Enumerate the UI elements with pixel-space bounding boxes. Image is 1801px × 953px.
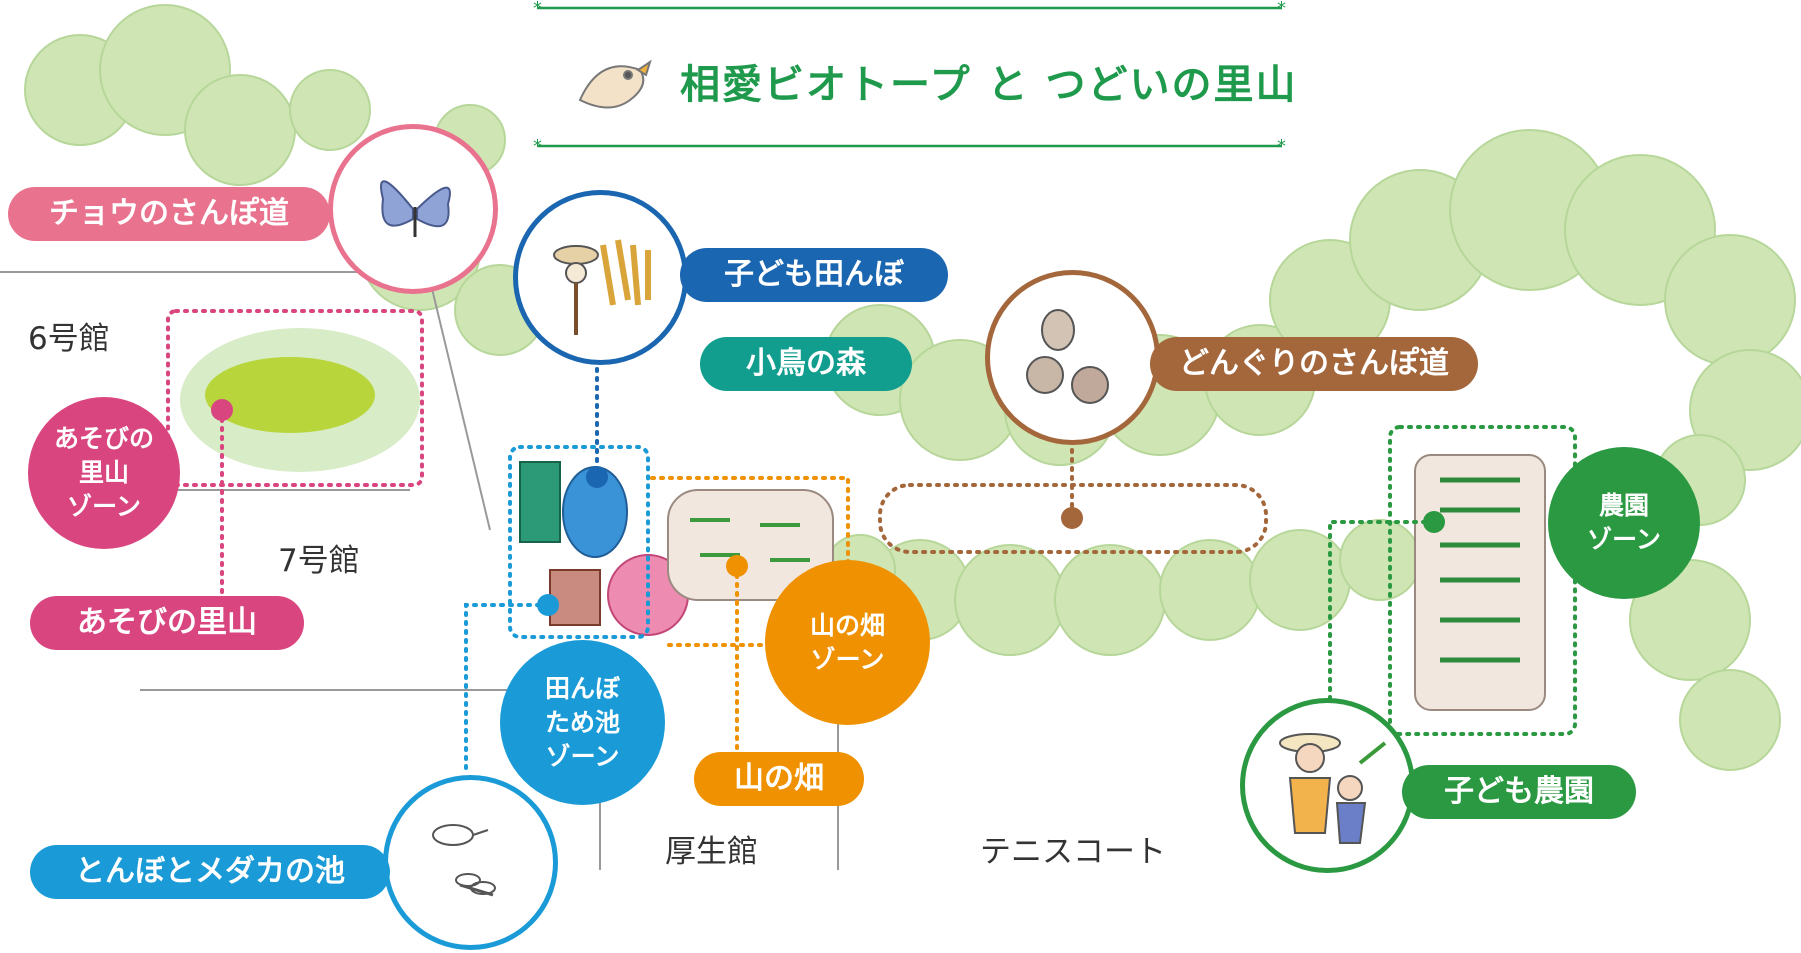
- building-welfare: 厚生館: [665, 834, 758, 870]
- label-mountain-field[interactable]: 山の畑: [694, 752, 864, 806]
- svg-text:*: *: [1277, 136, 1286, 157]
- label-kids-farm[interactable]: 子ども農園: [1402, 765, 1636, 819]
- label-bird-forest[interactable]: 小鳥の森: [700, 337, 912, 391]
- svg-text:*: *: [533, 0, 542, 19]
- svg-text:*: *: [1277, 0, 1286, 19]
- rice-paddy: [519, 461, 561, 543]
- farmers-icon-circle: [1240, 698, 1415, 873]
- bird-icon: [578, 59, 652, 109]
- zone-farm[interactable]: 農園 ゾーン: [1548, 447, 1700, 599]
- dragonfly-medaka-icon-circle: [383, 775, 558, 950]
- butterfly-icon: [380, 180, 451, 237]
- label-dragonfly-pond[interactable]: とんぼとメダカの池: [30, 845, 390, 899]
- farmers-icon: [1279, 733, 1387, 844]
- butterfly-icon-circle: [328, 124, 498, 294]
- label-acorn-path[interactable]: どんぐりのさんぽ道: [1150, 337, 1478, 391]
- storage-hut: [549, 569, 601, 626]
- title-rule-lines: [538, 6, 1282, 148]
- mountain-field-plot: [667, 489, 834, 601]
- scarecrow-icon-circle: [513, 190, 688, 365]
- dragonfly-medaka-icon: [432, 824, 496, 897]
- title-rule-stars: * * * *: [533, 0, 1286, 157]
- crop-rows: [690, 518, 810, 562]
- scarecrow-icon: [553, 239, 651, 335]
- building-7: 7号館: [278, 543, 360, 579]
- svg-text:*: *: [533, 136, 542, 157]
- map-title: 相愛ビオトープ と つどいの里山: [680, 62, 1298, 108]
- label-kids-rice-field[interactable]: 子ども田んぼ: [680, 248, 948, 302]
- tennis-court: テニスコート: [980, 834, 1166, 870]
- play-area-meadow: [205, 357, 375, 433]
- acorn-icon: [1026, 309, 1109, 404]
- building-6: 6号館: [28, 321, 110, 357]
- connector-dots: [211, 399, 1445, 616]
- label-butterfly-path[interactable]: チョウのさんぽ道: [8, 187, 330, 241]
- zone-play-satoyama[interactable]: あそびの 里山 ゾーン: [28, 397, 180, 549]
- zone-rice-pond[interactable]: 田んぼ ため池 ゾーン: [500, 640, 665, 805]
- farm-crop-rows: [1440, 477, 1520, 663]
- acorn-icon-circle: [985, 270, 1160, 445]
- zone-mountain-field[interactable]: 山の畑 ゾーン: [765, 560, 930, 725]
- label-play-satoyama[interactable]: あそびの里山: [30, 596, 304, 650]
